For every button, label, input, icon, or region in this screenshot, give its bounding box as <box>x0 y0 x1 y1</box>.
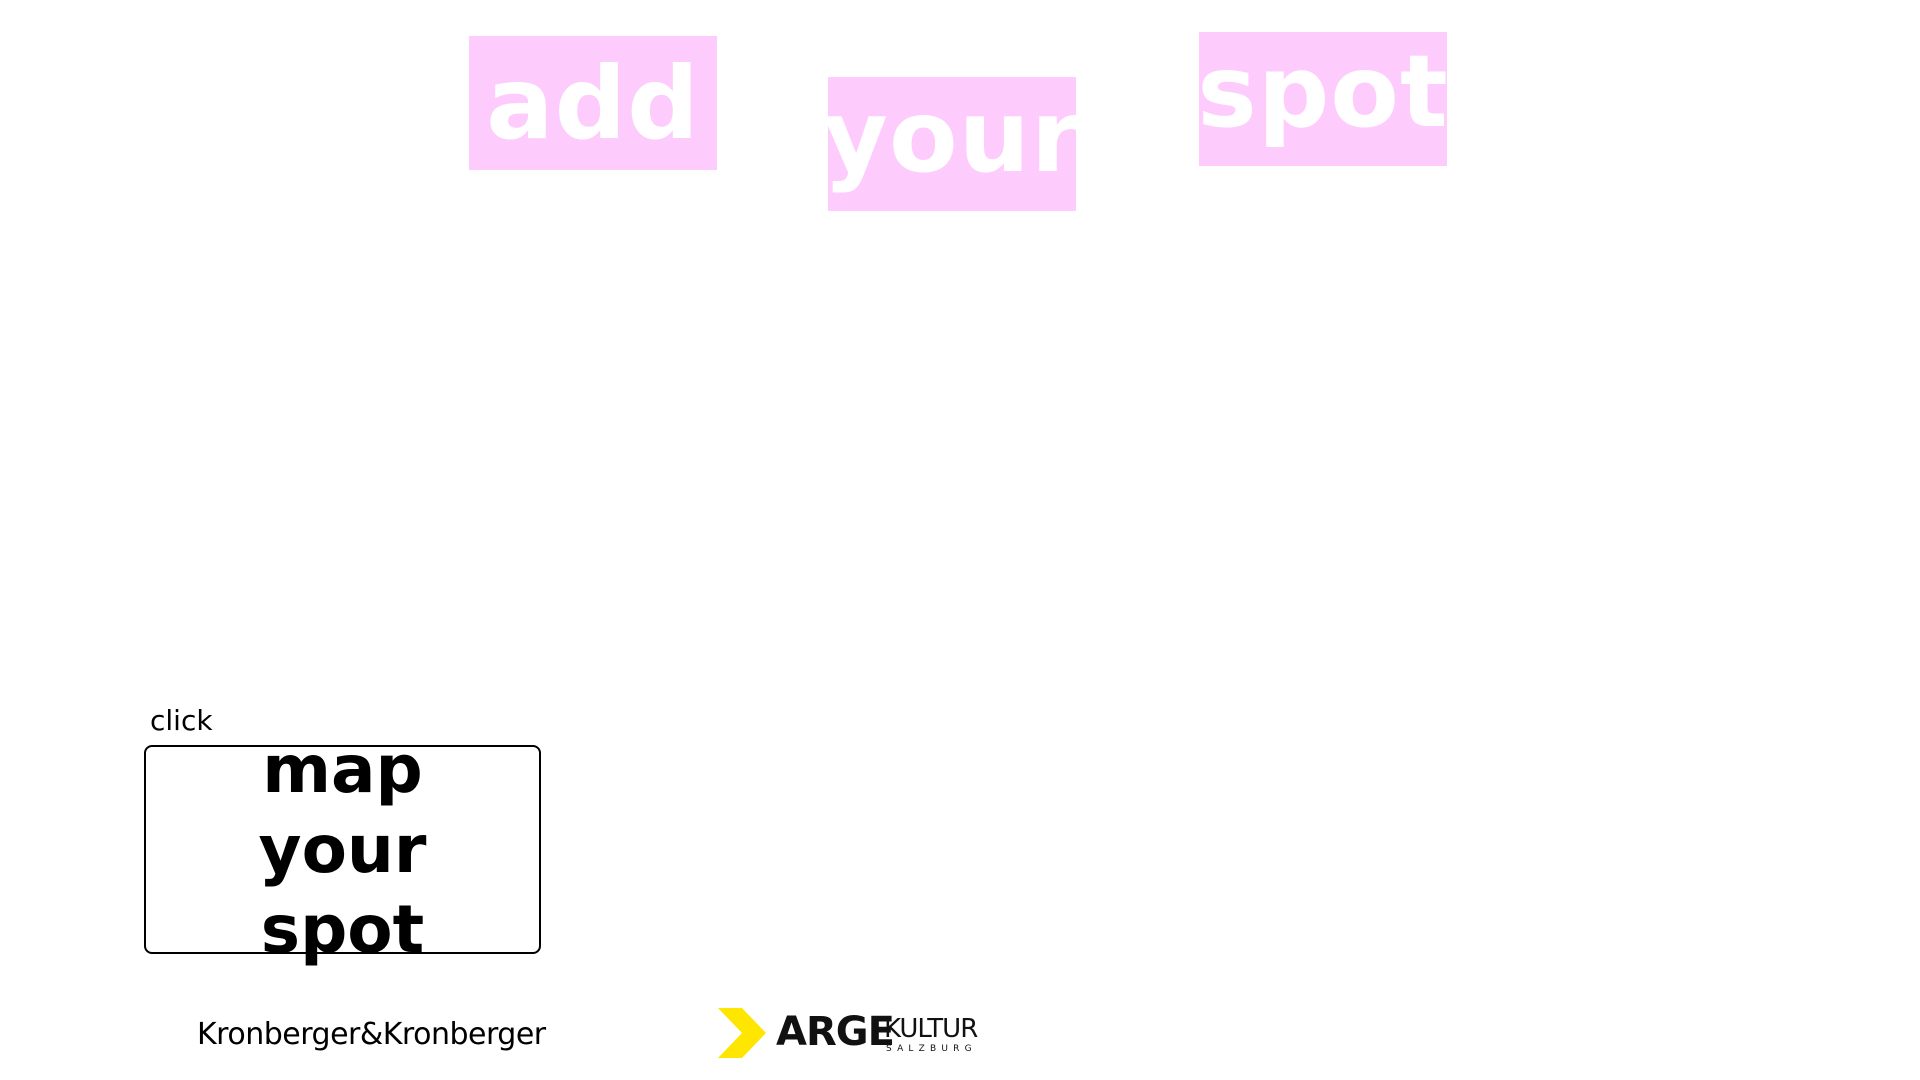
argekultur-logo: ARGE KULTUR SALZBURG <box>718 1008 983 1060</box>
word-tile-add[interactable]: add <box>469 36 717 170</box>
map-your-spot-button[interactable]: map your spot <box>144 731 541 968</box>
click-hint-label: click <box>150 704 213 737</box>
credit-text: Kronberger&Kronberger <box>197 1017 546 1052</box>
logo-kultur-text: KULTUR <box>884 1014 978 1044</box>
map-your-spot-label: map your spot <box>258 730 427 968</box>
yellow-chevron-icon <box>718 1008 766 1058</box>
word-tile-your[interactable]: your <box>823 77 1080 211</box>
logo-arge-text: ARGE <box>776 1009 895 1055</box>
logo-salzburg-text: SALZBURG <box>886 1044 977 1054</box>
word-tile-spot[interactable]: spot <box>1197 32 1448 166</box>
